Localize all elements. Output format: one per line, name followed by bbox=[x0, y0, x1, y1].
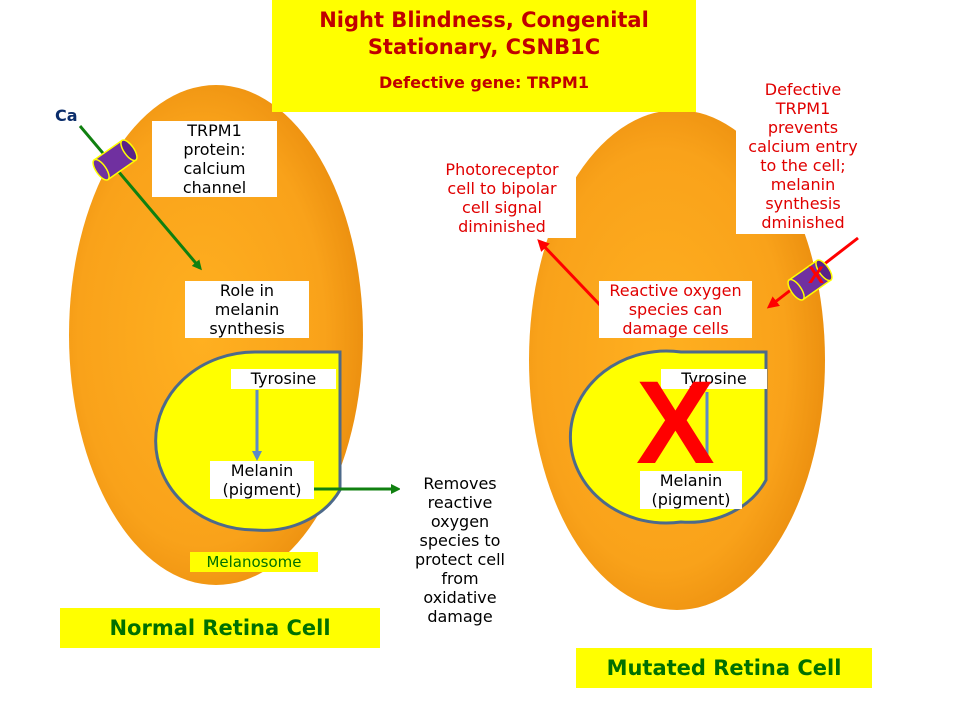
role-in-melanin-label: Role in melanin synthesis bbox=[185, 281, 309, 338]
melanin-label-mutated: Melanin (pigment) bbox=[640, 471, 742, 509]
defective-line: synthesis bbox=[765, 194, 841, 213]
blocked-synthesis-x: X bbox=[636, 357, 715, 489]
defective-trpm1-label: Defective TRPM1 prevents calcium entry t… bbox=[736, 80, 870, 234]
trpm1-line: calcium bbox=[183, 159, 246, 178]
reactive-oxygen-label: Reactive oxygen species can damage cells bbox=[599, 281, 752, 338]
removes-line: damage bbox=[427, 607, 493, 626]
role-line: Role in bbox=[219, 281, 275, 300]
removes-line: protect cell bbox=[415, 550, 505, 569]
normal-cell-caption: Normal Retina Cell bbox=[60, 608, 380, 648]
ros-line: Reactive oxygen bbox=[609, 281, 742, 300]
removes-line: species to bbox=[419, 531, 501, 550]
melanin-line: (pigment) bbox=[651, 490, 731, 509]
ros-line: species can bbox=[628, 300, 723, 319]
melanin-label: Melanin (pigment) bbox=[210, 461, 314, 499]
melanin-line: Melanin bbox=[659, 471, 723, 490]
melanin-line: Melanin bbox=[230, 461, 294, 480]
removes-line: reactive bbox=[427, 493, 493, 512]
removes-line: oxidative bbox=[423, 588, 497, 607]
calcium-flow-arrow bbox=[78, 125, 202, 271]
trpm1-line: channel bbox=[182, 178, 247, 197]
trpm1-protein-label: TRPM1 protein: calcium channel bbox=[152, 121, 277, 197]
removes-line: Removes bbox=[423, 474, 497, 493]
tyrosine-label-mutated: Tyrosine bbox=[661, 369, 767, 389]
calcium-channel-icon bbox=[92, 139, 138, 181]
defective-line: prevents bbox=[767, 118, 839, 137]
photoreceptor-line: cell to bipolar bbox=[447, 179, 557, 198]
photoreceptor-line: Photoreceptor bbox=[445, 160, 559, 179]
removes-line: from bbox=[441, 569, 479, 588]
ros-to-photoreceptor-arrow bbox=[537, 239, 602, 307]
defective-line: Defective bbox=[764, 80, 842, 99]
title-line-1: Night Blindness, Congenital bbox=[319, 8, 649, 32]
defective-line: to the cell; bbox=[760, 156, 846, 175]
photoreceptor-line: cell signal bbox=[462, 198, 542, 217]
role-line: melanin bbox=[214, 300, 280, 319]
melanosome-label: Melanosome bbox=[190, 552, 318, 572]
trpm1-line: protein: bbox=[183, 140, 246, 159]
tyrosine-label: Tyrosine bbox=[231, 369, 336, 389]
defective-gene-label: Defective gene: TRPM1 bbox=[379, 73, 589, 92]
defective-line: melanin bbox=[770, 175, 836, 194]
title-line-2: Stationary, CSNB1C bbox=[367, 35, 601, 59]
role-line: synthesis bbox=[209, 319, 285, 338]
photoreceptor-signal-label: Photoreceptor cell to bipolar cell signa… bbox=[428, 160, 576, 238]
defective-line: calcium entry bbox=[748, 137, 858, 156]
calcium-label: Ca bbox=[55, 106, 78, 125]
removes-line: oxygen bbox=[430, 512, 490, 531]
photoreceptor-line: diminished bbox=[458, 217, 546, 236]
defective-line: TRPM1 bbox=[775, 99, 831, 118]
defective-channel-icon bbox=[787, 259, 833, 301]
mutated-cell-caption: Mutated Retina Cell bbox=[576, 648, 872, 688]
ros-line: damage cells bbox=[622, 319, 729, 338]
blocked-channel-x: X bbox=[808, 262, 825, 289]
removes-ros-label: Removes reactive oxygen species to prote… bbox=[400, 474, 520, 626]
defective-line: dminished bbox=[761, 213, 845, 232]
trpm1-line: TRPM1 bbox=[187, 121, 242, 140]
melanin-line: (pigment) bbox=[222, 480, 302, 499]
